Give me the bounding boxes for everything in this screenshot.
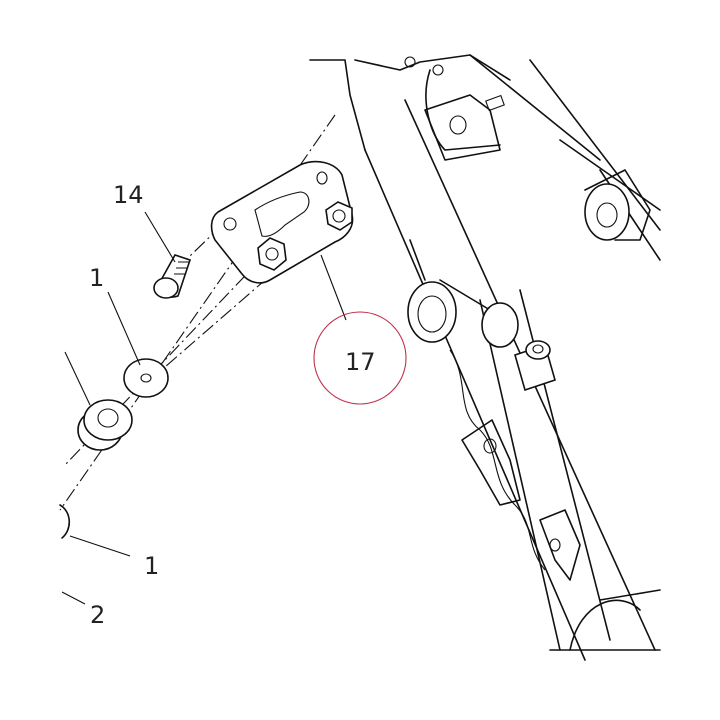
rubber-grommet (77, 399, 133, 451)
bolt (153, 254, 192, 299)
leader-lines (61, 211, 347, 605)
callout-1-lower: 1 (144, 552, 159, 580)
callout-14: 14 (113, 181, 144, 209)
callout-labels: 14 1 17 1 2 (89, 181, 376, 629)
washer (123, 358, 169, 398)
mounting-plate (210, 160, 354, 284)
callout-17: 17 (345, 348, 376, 376)
callout-2: 2 (90, 601, 105, 629)
frame-assembly (309, 54, 661, 661)
callout-1-upper: 1 (89, 264, 104, 292)
partial-part-bottom-left (59, 504, 71, 539)
callout-highlight-circle (313, 311, 407, 405)
